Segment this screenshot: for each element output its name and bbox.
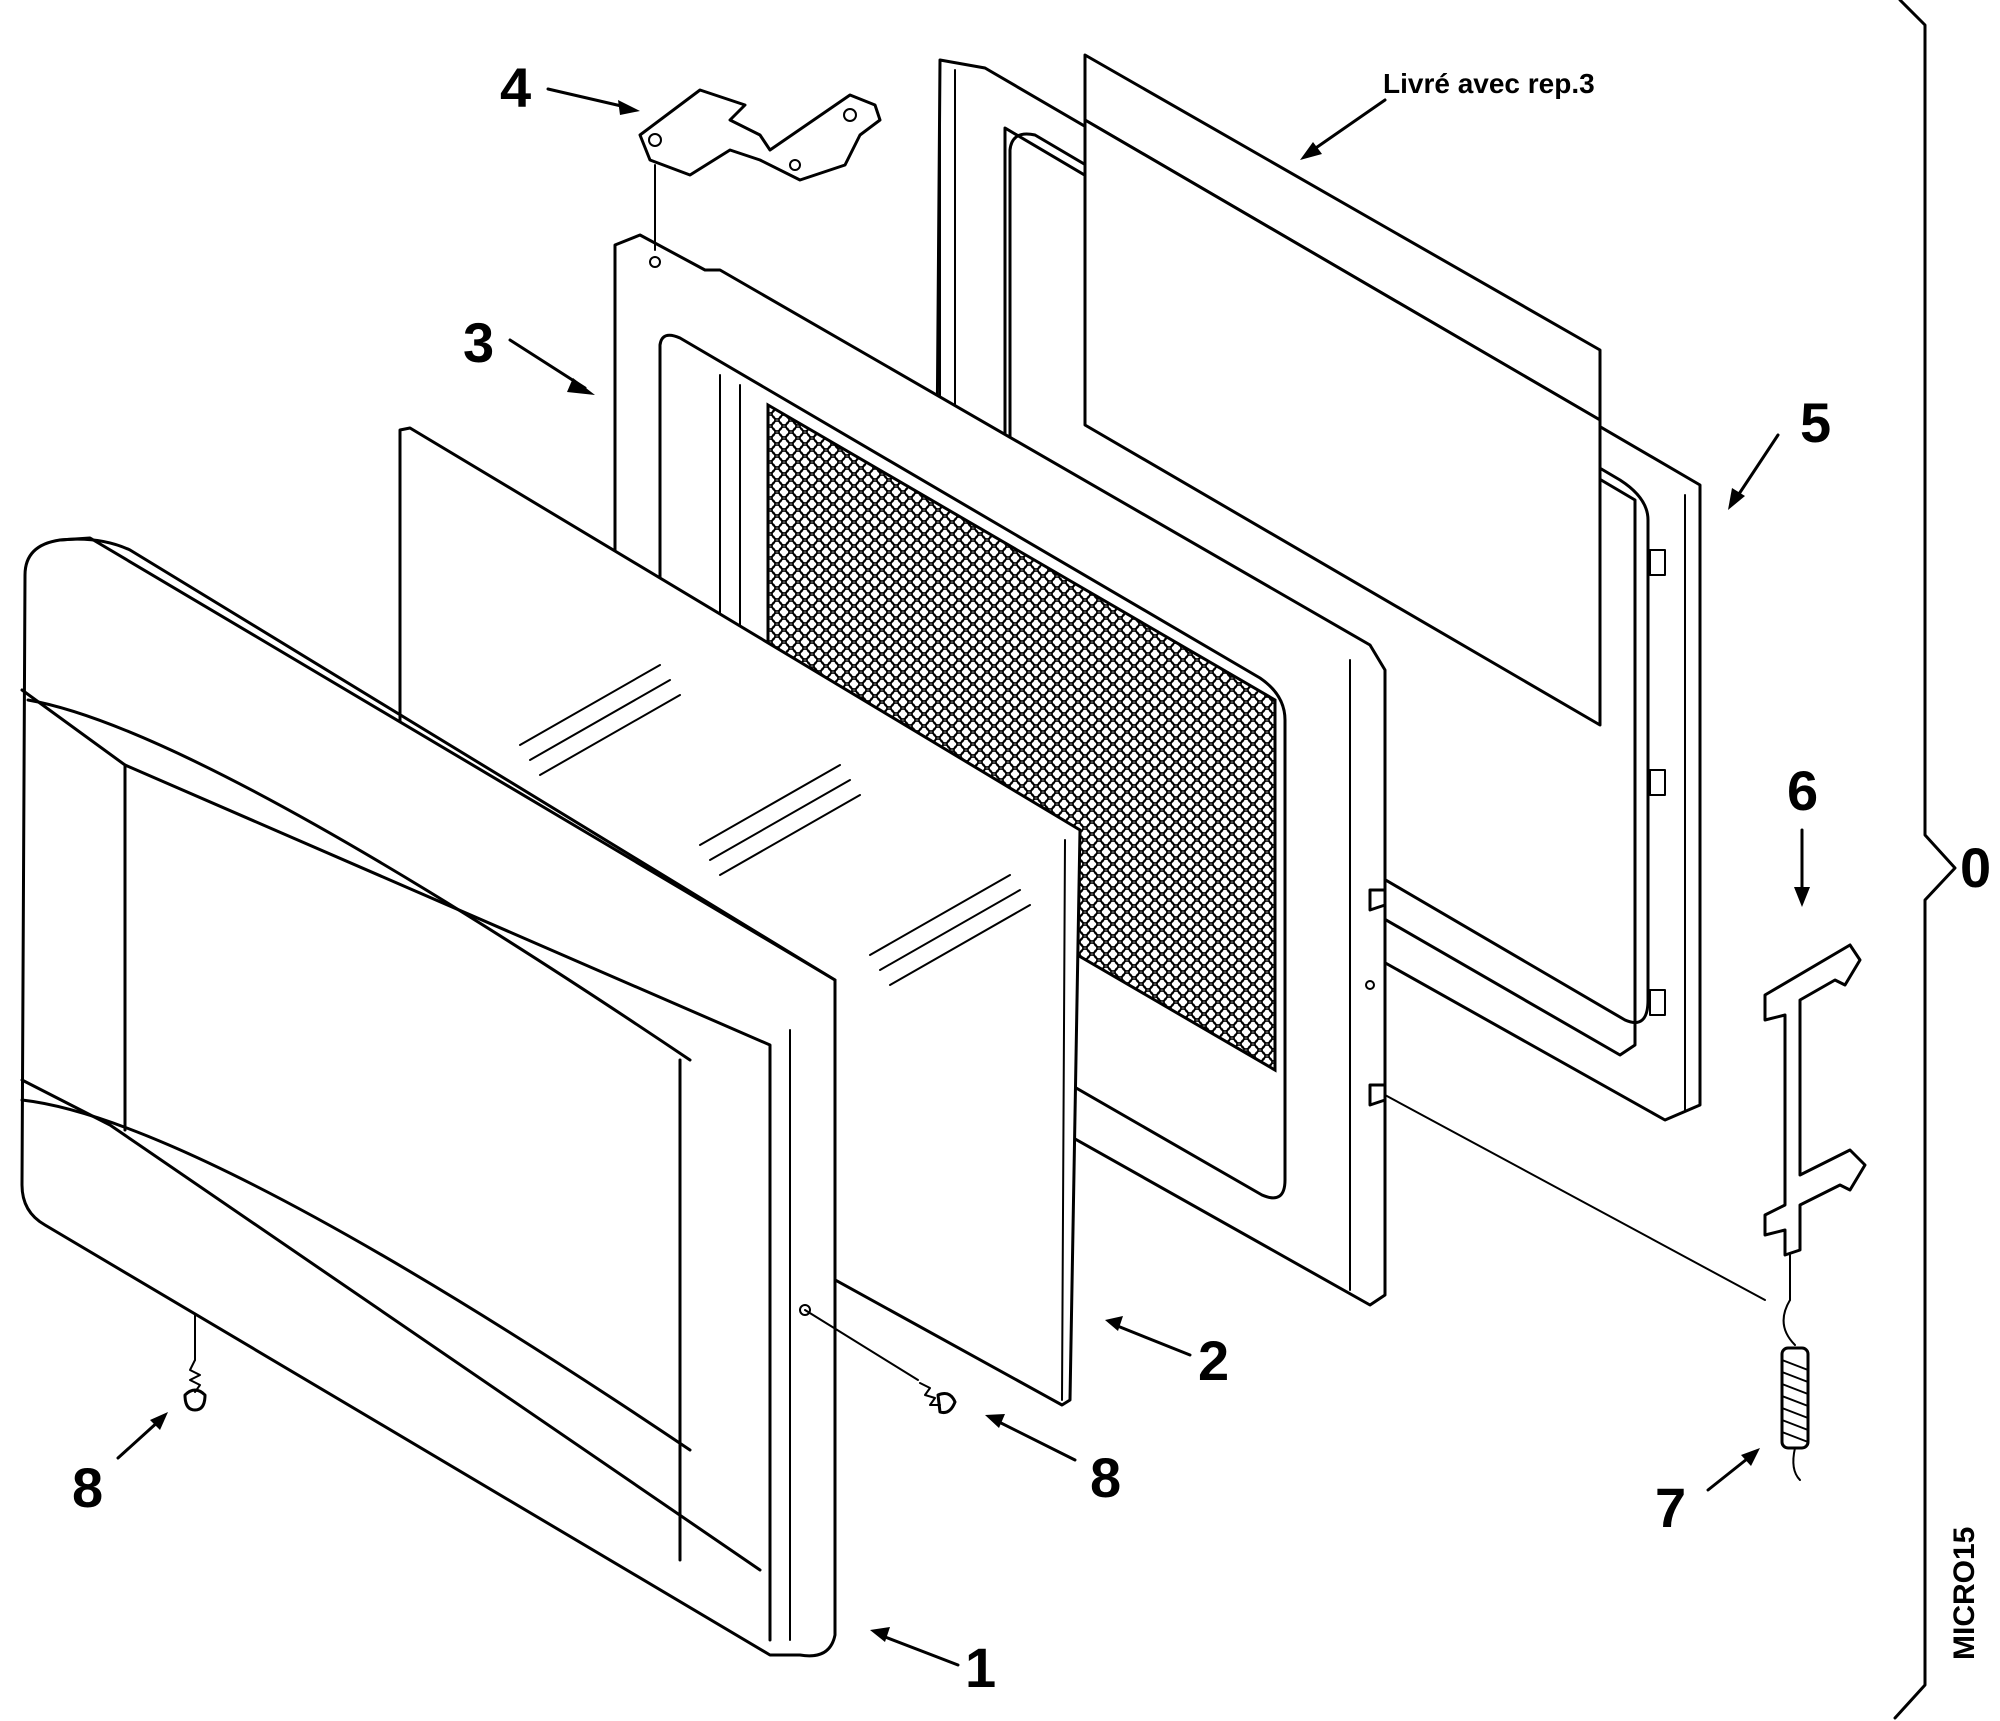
part-6-latch (1763, 943, 1867, 1301)
drawing-reference: MICRO15 (1948, 1526, 1981, 1660)
part-2-glass-panel (398, 426, 1082, 1407)
callout-7: 7 (1655, 1476, 1687, 1539)
part-4-hinge (638, 88, 882, 251)
callout-3: 3 (463, 311, 495, 374)
callout-8-right: 8 (1090, 1446, 1122, 1509)
callout-0: 0 (1960, 836, 1992, 899)
note-supplied-with-part-3: Livré avec rep.3 (1383, 68, 1595, 99)
callout-8-left: 8 (72, 1456, 104, 1519)
part-5-inner-frame (933, 53, 1702, 1122)
callout-6: 6 (1787, 759, 1819, 822)
callout-2: 2 (1198, 1329, 1230, 1392)
connection-wire (1384, 1094, 1766, 1301)
callout-5: 5 (1800, 391, 1832, 454)
part-1-front-cover (20, 536, 837, 1658)
callout-1: 1 (965, 1636, 997, 1699)
callout-arrows (116, 87, 1810, 1667)
assembly-brace (1893, 0, 1957, 1720)
callout-4: 4 (500, 56, 532, 119)
part-7-spring (1780, 1299, 1810, 1481)
part-8-screw-right (804, 1309, 957, 1414)
part-8-screw-left (183, 1359, 207, 1412)
